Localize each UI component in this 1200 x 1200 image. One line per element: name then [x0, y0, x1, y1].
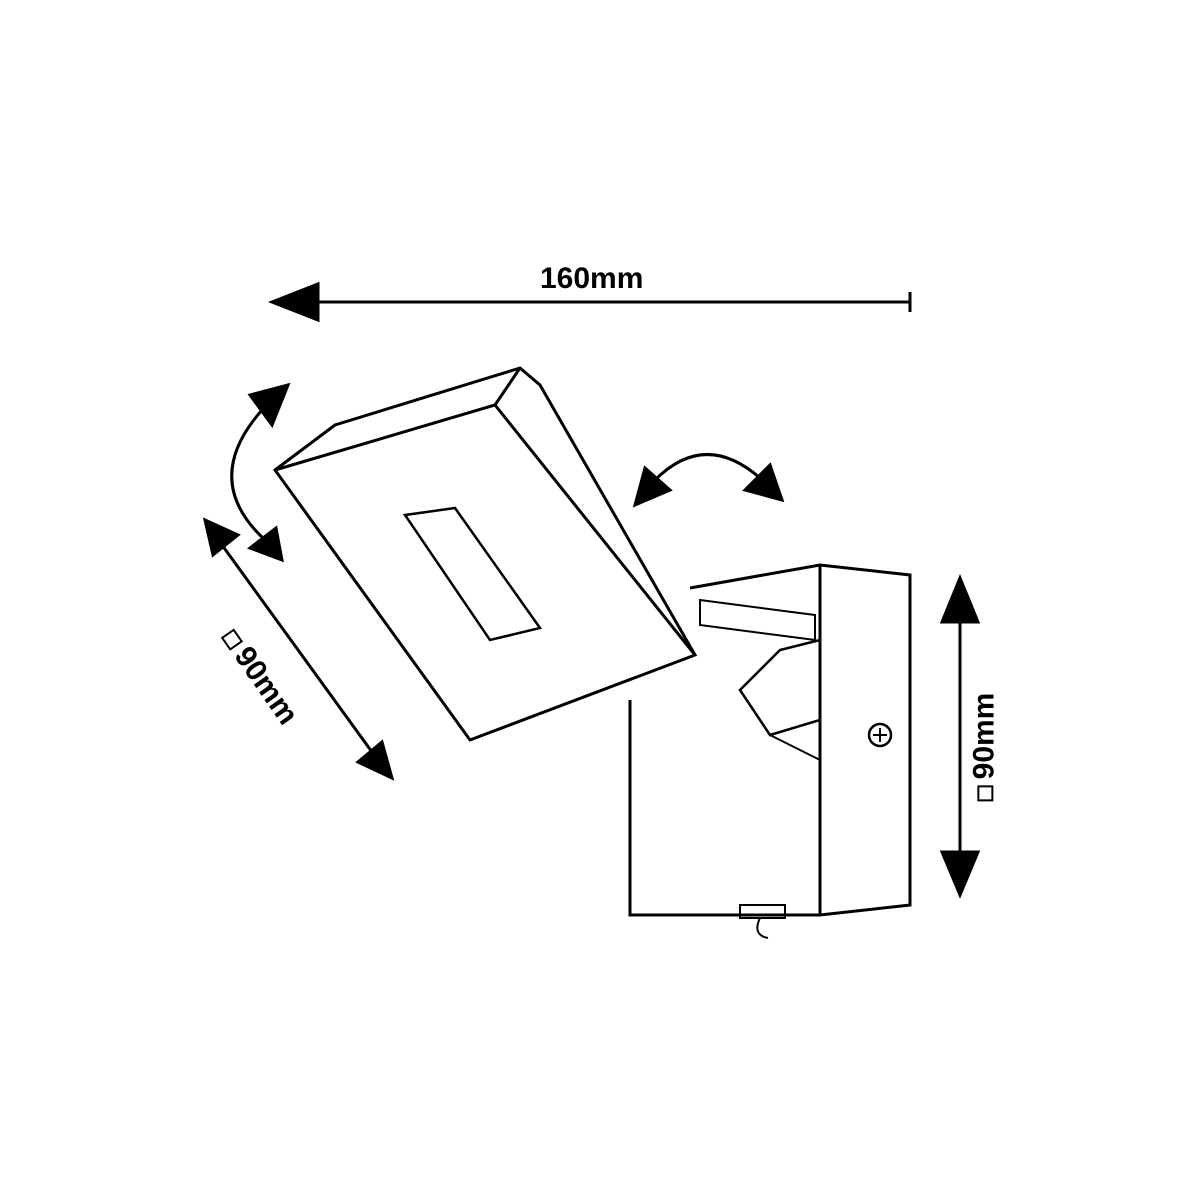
led-slot — [402, 506, 543, 642]
base-dimension-line — [939, 574, 981, 899]
lamp-head — [272, 366, 698, 742]
width-dimension-line — [267, 281, 912, 323]
tilt-rotation-arrow-icon — [230, 382, 291, 563]
width-label: 160mm — [540, 262, 644, 295]
swivel-rotation-arrow-icon — [632, 453, 785, 508]
base-size-value: 90mm — [967, 692, 1001, 780]
head-dimension-line — [202, 517, 395, 781]
square-symbol-icon — [977, 785, 994, 802]
wall-base — [628, 563, 912, 939]
base-size-label: 90mm — [967, 693, 1001, 802]
